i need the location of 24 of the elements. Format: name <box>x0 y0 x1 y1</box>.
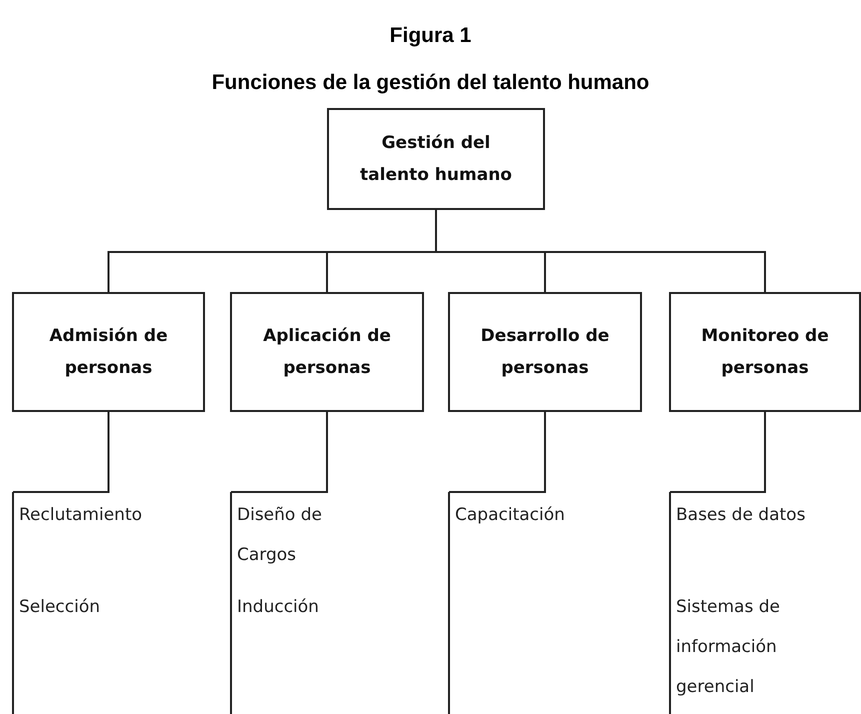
list-item: Reclutamiento <box>19 504 144 527</box>
category-box <box>669 292 861 412</box>
connector-line <box>449 412 546 493</box>
box-label: Desarrollo de personas <box>480 325 610 380</box>
box-label: Gestión del talento humano <box>359 132 513 187</box>
list-item: Inducción <box>237 596 320 619</box>
figure-title: Figura 1 <box>390 24 472 48</box>
list-item: Selección <box>19 596 102 619</box>
connector-line <box>435 210 766 292</box>
diagram-heading: Funciones de la gestión del talento humano <box>212 71 650 95</box>
connector-line <box>670 412 766 493</box>
connector-line <box>13 412 110 493</box>
list-item: Diseño de Cargos <box>237 504 323 567</box>
list-item: Sistemas de información gerencial <box>676 596 781 699</box>
box-label: Aplicación de personas <box>262 325 392 380</box>
list-item: Capacitación <box>455 504 566 527</box>
category-box <box>12 292 205 412</box>
box-label: Admisión de personas <box>48 325 169 380</box>
connector-line <box>231 412 328 493</box>
list-item: Bases de datos <box>676 504 806 527</box>
box-label: Monitoreo de personas <box>700 325 830 380</box>
category-box <box>448 292 642 412</box>
category-box <box>230 292 424 412</box>
category-box <box>327 108 545 210</box>
